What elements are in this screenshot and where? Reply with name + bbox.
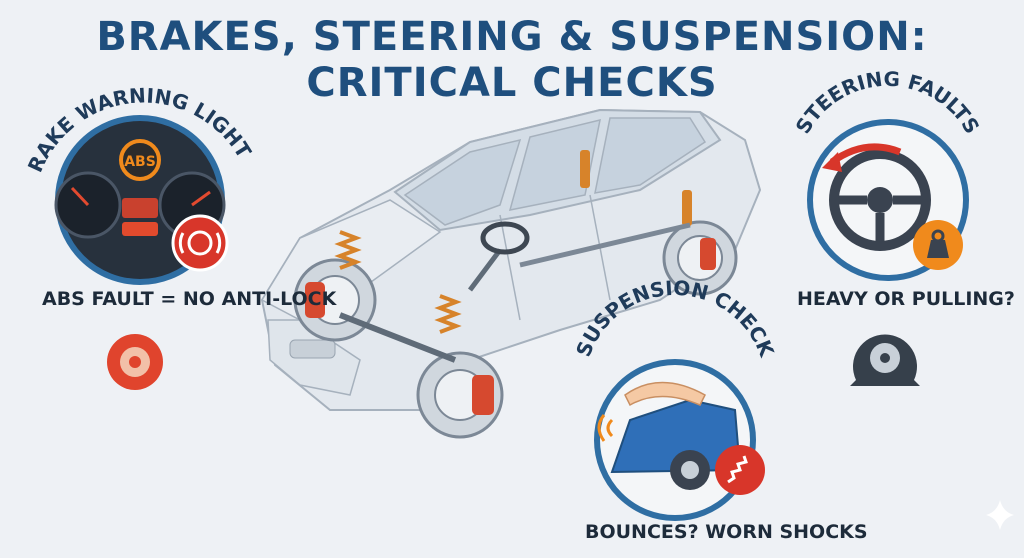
brake-caption: ABS FAULT = NO ANTI-LOCK — [42, 288, 337, 310]
steering-panel: STEERING FAULTS — [791, 67, 984, 281]
shock-absorber-icon — [715, 445, 765, 495]
suspension-panel: SUSPENSION CHECK — [571, 276, 779, 521]
steering-caption: HEAVY OR PULLING? — [797, 288, 1015, 310]
car-illustration — [260, 108, 762, 439]
suspension-caption: BOUNCES? WORN SHOCKS — [585, 521, 868, 543]
abs-label: ABS — [124, 154, 156, 170]
weight-icon — [913, 220, 963, 270]
brake-disc-icon — [107, 334, 163, 390]
sparkle-icon — [986, 500, 1014, 530]
brake-warning-icon — [171, 214, 229, 272]
steering-wheel-icon — [829, 149, 931, 251]
flat-tyre-icon — [850, 334, 920, 386]
page-title: BRAKES, STEERING & SUSPENSION: CRITICAL … — [96, 14, 928, 106]
abs-warning-icon: ABS — [119, 139, 161, 181]
